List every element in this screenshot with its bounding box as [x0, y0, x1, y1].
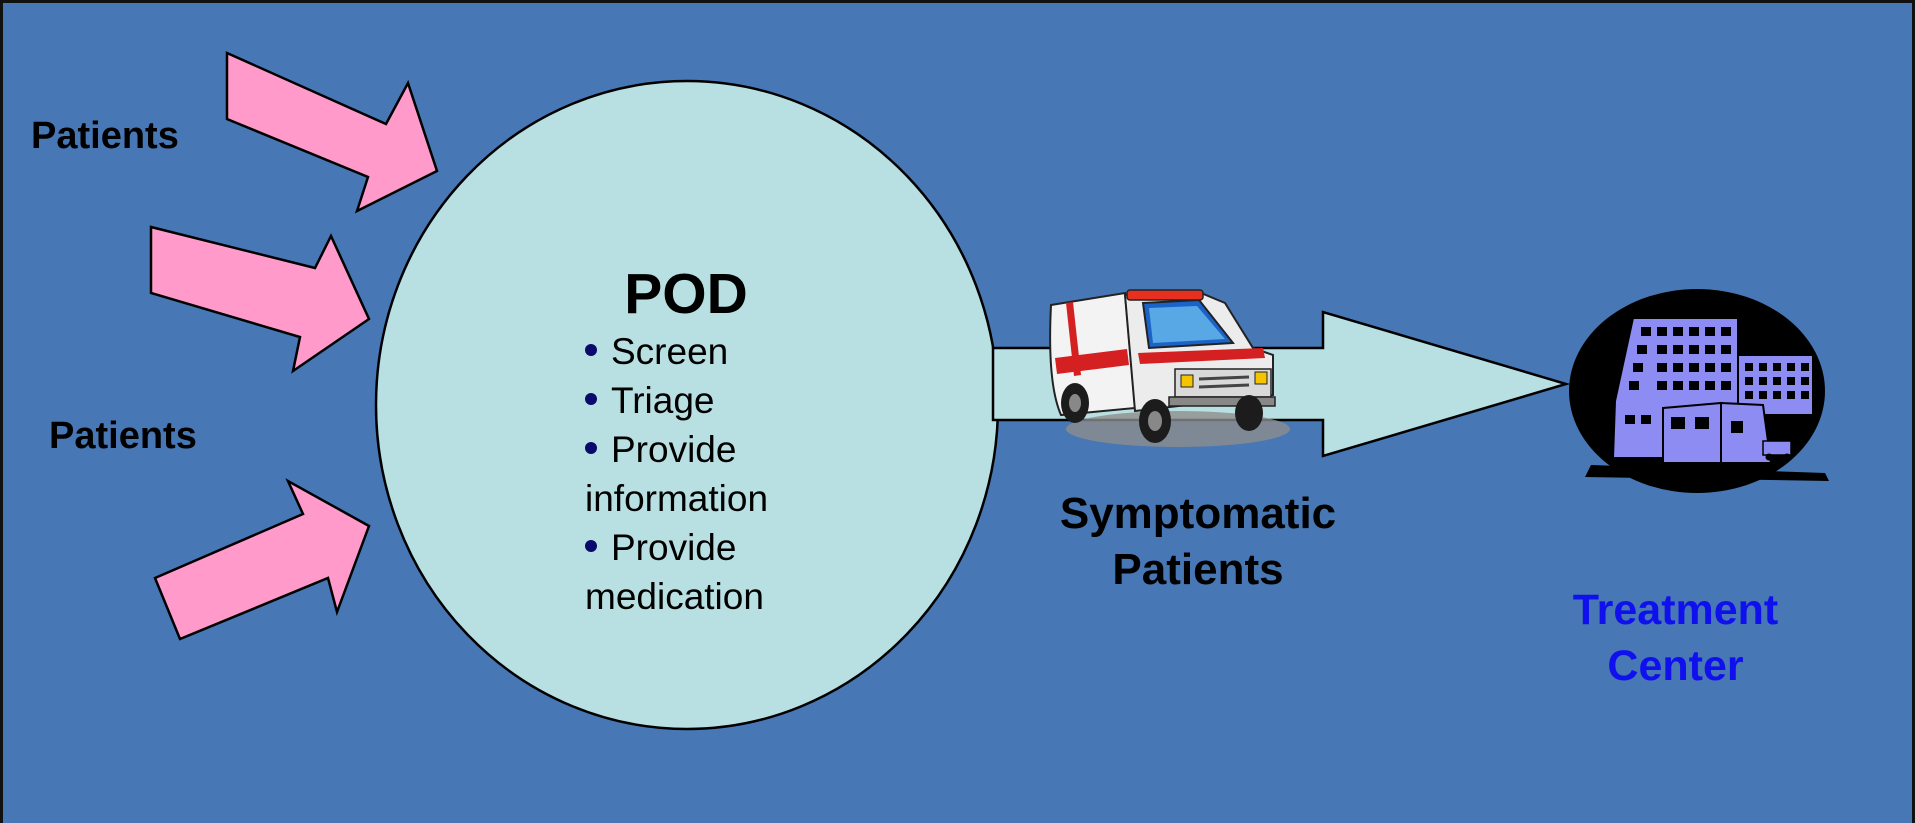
hospital-icon — [1569, 289, 1829, 493]
treatment-label-line2: Center — [1607, 642, 1744, 690]
bullet-icon — [585, 442, 597, 455]
pod-content: POD Screen Triage Provide information Pr… — [585, 261, 795, 621]
patient-arrow-3 — [153, 478, 371, 641]
ambulance-icon — [1049, 289, 1290, 447]
bullet-icon — [585, 344, 597, 357]
patient-arrow-1 — [225, 51, 439, 214]
pod-title: POD — [624, 262, 748, 326]
pod-item-text: Provide — [611, 429, 737, 470]
symptomatic-label-line1: Symptomatic — [1059, 489, 1337, 538]
pod-item-triage: Triage — [585, 376, 795, 425]
pod-item-screen: Screen — [585, 327, 795, 376]
diagram-shapes — [149, 51, 1829, 731]
treatment-label-line1: Treatment — [1572, 586, 1779, 634]
pod-item-text: Provide — [611, 527, 737, 568]
patients-label-bottom: Patients — [49, 415, 197, 457]
symptomatic-label-line2: Patients — [1112, 545, 1284, 594]
pod-item-provide-medication: Provide medication — [585, 523, 795, 621]
symptomatic-patients-label: Symptomatic Patients — [1043, 486, 1353, 598]
pod-item-text: Triage — [611, 380, 715, 421]
pod-item-provide-information: Provide information — [585, 425, 795, 523]
patients-label-top: Patients — [31, 115, 179, 157]
bullet-icon — [585, 393, 597, 406]
pod-item-text: Screen — [611, 331, 729, 372]
patient-arrow-2 — [149, 225, 371, 374]
bullet-icon — [585, 540, 597, 553]
pod-item-text-continued: medication — [585, 576, 764, 617]
pod-item-text-continued: information — [585, 478, 769, 519]
treatment-center-label: Treatment Center — [1543, 582, 1808, 694]
